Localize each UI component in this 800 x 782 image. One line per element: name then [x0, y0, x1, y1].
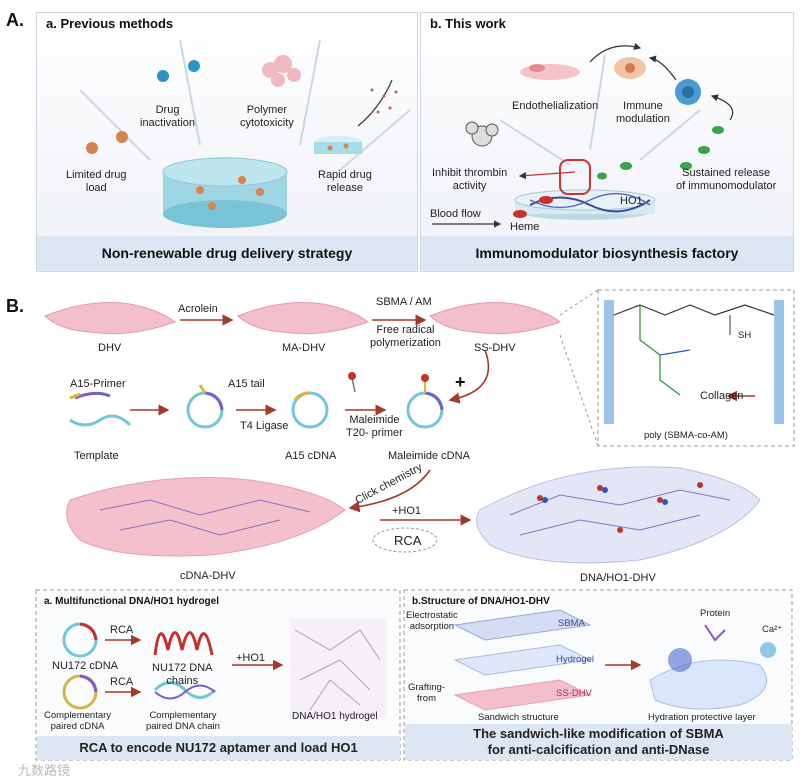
- cdna-dhv-label: cDNA-DHV: [180, 570, 236, 582]
- previous-methods-title: a. Previous methods: [46, 16, 174, 31]
- hydrogel-label: DNA/HO1 hydrogel: [292, 711, 378, 722]
- rapid-drug-release-label: Rapid drug release: [318, 169, 372, 194]
- a15-tail-label: A15 tail: [228, 378, 265, 390]
- template-label: Template: [74, 450, 119, 462]
- free-radical-label: Free radical polymerization: [370, 324, 441, 349]
- hydrogel-layer-label: Hydrogel: [556, 654, 595, 665]
- this-work-footer: Immunomodulator biosynthesis factory: [421, 236, 793, 270]
- section-a-label: A.: [6, 10, 24, 30]
- inhibit-thrombin-label: Inhibit thrombin activity: [432, 167, 508, 192]
- box-a-title: a. Multifunctional DNA/HO1 hydrogel: [44, 596, 220, 607]
- immune-modulation-label: Immune modulation: [616, 100, 670, 125]
- heme-label: Heme: [510, 221, 540, 233]
- poly-sbma-label: poly (SBMA-co-AM): [644, 430, 728, 441]
- box-b-title: b.Structure of DNA/HO1-DHV: [412, 596, 550, 607]
- endothelialization-label: Endothelialization: [512, 100, 599, 112]
- t4-ligase-label: T4 Ligase: [240, 420, 289, 432]
- maleimide-t20-label: Maleimide T20- primer: [346, 414, 403, 439]
- box-b-footer: The sandwich-like modification of SBMA f…: [473, 726, 724, 757]
- dna-ho1-dhv-label: DNA/HO1-DHV: [580, 572, 656, 584]
- grafting-from-label: Grafting- from: [408, 682, 445, 704]
- section-b-label: B.: [6, 296, 24, 316]
- rca-a1-label: RCA: [110, 624, 134, 636]
- box-a-footer: RCA to encode NU172 aptamer and load HO1: [79, 740, 358, 755]
- sbma-label: SBMA: [558, 618, 585, 629]
- calcium-label: Ca²⁺: [762, 624, 783, 635]
- drug-inactivation-label: Drug inactivation: [140, 104, 196, 129]
- ho1-label: HO1: [620, 195, 643, 207]
- ss-dhv-label: SS-DHV: [474, 342, 516, 354]
- rca-a2-label: RCA: [110, 676, 134, 688]
- plus-sign: +: [455, 372, 466, 392]
- nu172-chains-label: NU172 DNA chains: [152, 662, 213, 687]
- sh-label: SH: [738, 330, 752, 341]
- nu172-cdna-label: NU172 cDNA: [52, 660, 119, 672]
- blood-flow-label: Blood flow: [430, 208, 481, 220]
- previous-methods-footer: Non-renewable drug delivery strategy: [37, 236, 417, 270]
- complementary-cdna-label: Complementary paired cDNA: [44, 710, 112, 732]
- maleimide-cdna-label: Maleimide cDNA: [388, 450, 470, 462]
- plus-ho1-label: +HO1: [392, 505, 422, 517]
- protein-label: Protein: [700, 608, 731, 619]
- this-work-title: b. This work: [430, 16, 506, 31]
- sandwich-label: Sandwich structure: [478, 712, 559, 723]
- dhv-label: DHV: [98, 342, 122, 354]
- a15-cdna-label: A15 cDNA: [285, 450, 337, 462]
- a15-primer-label: A15-Primer: [70, 378, 126, 390]
- ma-dhv-label: MA-DHV: [282, 342, 326, 354]
- collagen-label: Collagen: [700, 390, 744, 402]
- complementary-chain-label: Complementary paired DNA chain: [146, 710, 220, 732]
- limited-drug-load-label: Limited drug load: [66, 169, 127, 194]
- rca-label: RCA: [394, 533, 422, 548]
- electrostatic-label: Electrostatic adsorption: [406, 610, 458, 632]
- watermark: 九数路镜: [18, 763, 71, 778]
- polymer-cytotoxicity-label: Polymer cytotoxicity: [240, 104, 294, 129]
- hydration-layer-label: Hydration protective layer: [648, 712, 756, 723]
- plus-ho1-a-label: +HO1: [236, 652, 266, 664]
- sbma-am-label: SBMA / AM: [376, 296, 432, 308]
- sustained-release-label: Sustained release of immunomodulator: [676, 167, 777, 192]
- acrolein-label: Acrolein: [178, 303, 218, 315]
- ss-dhv-layer-label: SS-DHV: [556, 688, 592, 699]
